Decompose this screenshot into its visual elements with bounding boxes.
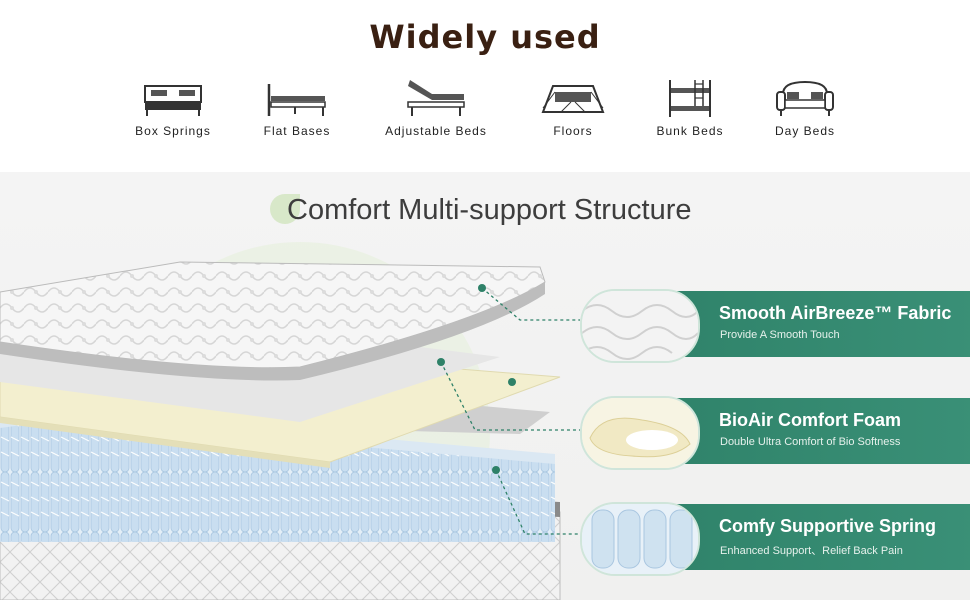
structure-section: Comfort Multi-support Structure (0, 172, 970, 600)
callout-title: Comfy Supportive Spring (719, 516, 937, 536)
fabric-thumbnail (580, 289, 700, 363)
callout-title: Smooth AirBreeze™ Fabric (719, 303, 952, 323)
flat-base-bed-icon (267, 84, 326, 116)
use-flat-bases: Flat Bases (237, 78, 357, 138)
use-floors: Floors (513, 78, 633, 138)
section-title: Widely used (369, 18, 601, 56)
use-label: Adjustable Beds (385, 124, 487, 138)
use-adjustable-beds: Adjustable Beds (376, 78, 496, 138)
floor-mattress-icon (541, 85, 605, 113)
foam-thumbnail (580, 396, 700, 470)
use-label: Floors (553, 124, 593, 138)
use-day-beds: Day Beds (745, 78, 865, 138)
heading-leaf-decoration (270, 194, 300, 224)
usage-icons-row: Box Springs Flat Bases Adjustable Beds (0, 78, 970, 148)
usage-section: Widely used Box Springs Flat Bases (0, 0, 970, 172)
callout-subtitle: Double Ultra Comfort of Bio Softness (720, 436, 901, 448)
spring-thumbnail (580, 502, 700, 576)
mattress-layers-illustration (0, 242, 580, 600)
callout-fabric: Smooth AirBreeze™ Fabric Provide A Smoot… (580, 289, 970, 363)
callout-spring: Comfy Supportive Spring Enhanced Support… (580, 502, 970, 576)
day-bed-icon (776, 80, 834, 116)
structure-heading: Comfort Multi-support Structure (287, 194, 692, 226)
callout-subtitle: Enhanced Support、Relief Back Pain (720, 545, 903, 557)
use-box-springs: Box Springs (113, 78, 233, 138)
use-label: Box Springs (135, 124, 211, 138)
use-label: Bunk Beds (656, 124, 724, 138)
bunk-bed-icon (669, 80, 711, 117)
callout-subtitle: Provide A Smooth Touch (720, 329, 840, 341)
adjustable-bed-icon (407, 80, 465, 116)
use-label: Flat Bases (263, 124, 331, 138)
box-spring-bed-icon (144, 85, 202, 116)
use-label: Day Beds (774, 124, 836, 138)
callout-title: BioAir Comfort Foam (719, 410, 901, 430)
callout-foam: BioAir Comfort Foam Double Ultra Comfort… (580, 396, 970, 470)
use-bunk-beds: Bunk Beds (630, 78, 750, 138)
